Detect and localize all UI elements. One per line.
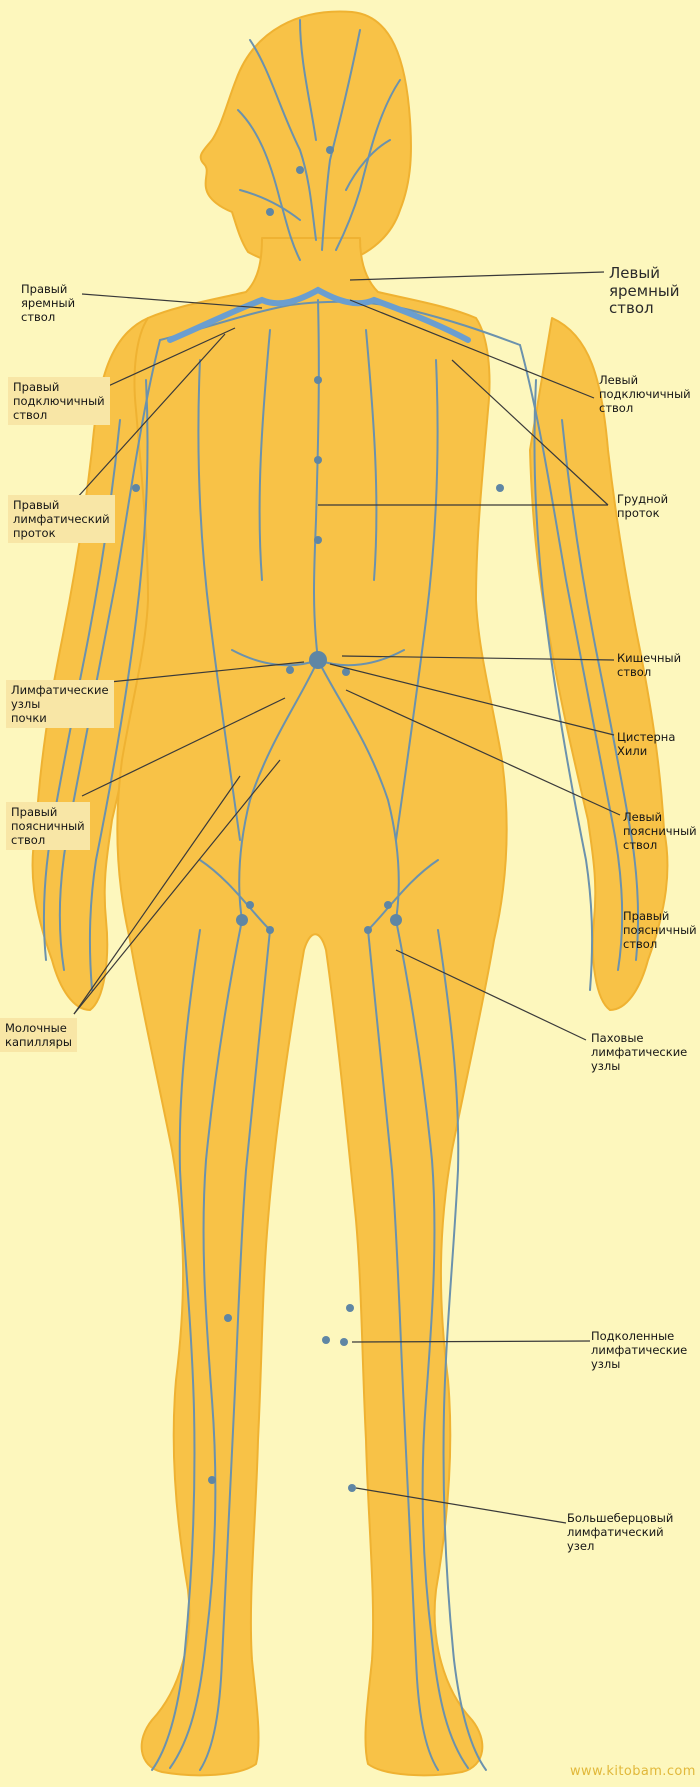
lymph-nodes <box>132 146 504 1492</box>
label-popliteal-lymph-nodes: Подколенные лимфатические узлы <box>591 1329 688 1372</box>
label-right-jugular-trunk: Правый яремный ствол <box>21 282 76 325</box>
lymph-vessel-network <box>42 19 640 1771</box>
label-left-lumbar-trunk: Левый поясничный ствол <box>623 810 697 853</box>
label-right-lymphatic-duct: Правый лимфатический проток <box>8 495 115 544</box>
label-right-lumbar-trunk-right: Правый поясничный ствол <box>623 909 697 952</box>
label-left-jugular-trunk: Левый яремный ствол <box>609 264 680 318</box>
leader-right-lumbar-left <box>81 697 286 797</box>
leader-cisterna-chyli <box>329 663 615 736</box>
leader-lacteal-2 <box>73 775 241 1015</box>
leader-tibial-node <box>355 1487 567 1524</box>
watermark: www.kitobam.com <box>570 1764 696 1779</box>
label-thoracic-duct: Грудной проток <box>617 492 669 521</box>
label-tibial-lymph-node: Большеберцовый лимфатический узел <box>567 1511 674 1554</box>
leader-left-jugular-trunk <box>349 271 605 281</box>
leader-right-jugular-trunk <box>81 293 263 309</box>
label-lacteal-capillaries: Молочные капилляры <box>0 1018 77 1053</box>
label-cisterna-chyli: Цистерна Хили <box>617 730 676 759</box>
label-inguinal-lymph-nodes: Паховые лимфатические узлы <box>591 1031 688 1074</box>
leader-inguinal-nodes <box>395 949 587 1041</box>
leader-left-subclavian-trunk <box>349 299 595 399</box>
label-right-subclavian-trunk: Правый подключичный ствол <box>8 377 110 426</box>
leader-left-lumbar <box>345 689 621 816</box>
leader-thoracic-duct-2 <box>451 359 609 506</box>
label-right-lumbar-trunk-left: Правый поясничный ствол <box>6 802 90 851</box>
label-left-subclavian-trunk: Левый подключичный ствол <box>599 373 691 416</box>
leader-intestinal-trunk <box>341 655 615 661</box>
leader-popliteal-nodes <box>351 1340 591 1343</box>
label-kidney-lymph-nodes: Лимфатические узлы почки <box>6 680 114 729</box>
label-intestinal-trunk: Кишечный ствол <box>617 651 682 680</box>
torso-legs-shape <box>116 237 508 1777</box>
leader-kidney-nodes <box>109 661 305 683</box>
head-shape <box>199 10 412 269</box>
lymph-trunks <box>167 286 471 343</box>
leader-lacteal-1 <box>73 759 281 1015</box>
